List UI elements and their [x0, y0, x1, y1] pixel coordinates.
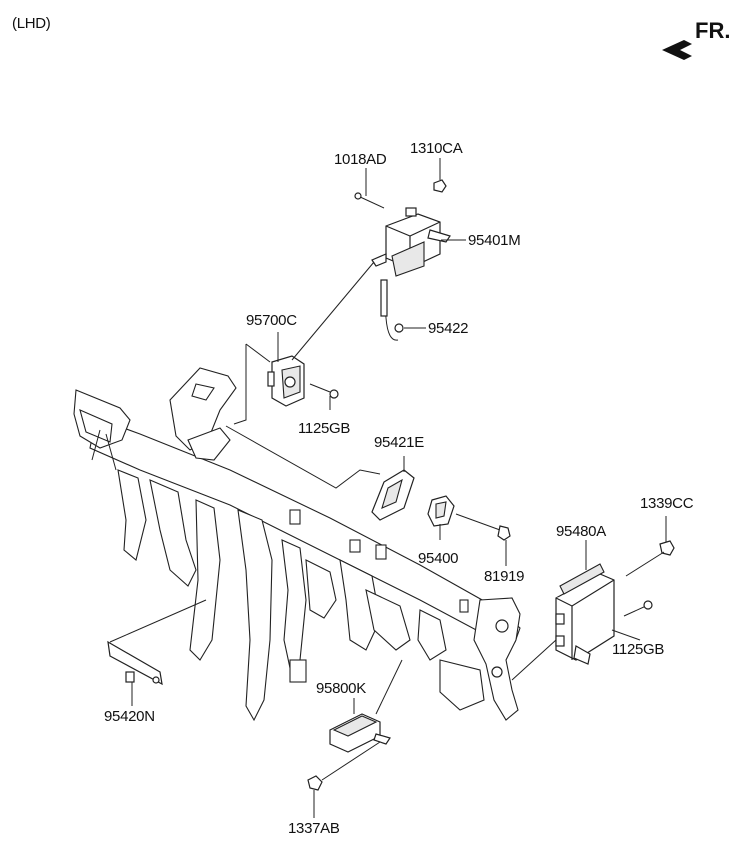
part-label-95700c: 95700C	[246, 312, 297, 329]
part-label-1337ab: 1337AB	[288, 820, 340, 837]
part-95422	[380, 279, 404, 341]
part-label-1339cc: 1339CC	[640, 495, 694, 512]
bolt-1018ad	[354, 192, 385, 209]
bolt-81919	[455, 513, 511, 541]
part-95700c	[267, 355, 305, 407]
nut-1337ab	[307, 775, 323, 791]
direction-label: FR.	[695, 18, 731, 43]
part-label-1310ca: 1310CA	[410, 140, 463, 157]
part-label-95800k: 95800K	[316, 680, 366, 697]
front-arrow-icon	[662, 40, 692, 60]
part-label-95422: 95422	[428, 320, 469, 337]
part-label-1018ad: 1018AD	[334, 151, 387, 168]
nut-1339cc	[659, 540, 675, 556]
part-label-95400: 95400	[418, 550, 459, 567]
part-label-1125gb-top: 1125GB	[298, 420, 351, 437]
part-label-95421e: 95421E	[374, 434, 424, 451]
part-95421e	[371, 469, 415, 521]
part-95420n	[107, 640, 163, 686]
variant-label: (LHD)	[12, 15, 51, 32]
part-label-95480a: 95480A	[556, 523, 606, 540]
leader-lines	[109, 158, 667, 818]
nut-1310ca	[433, 179, 447, 193]
part-label-81919: 81919	[484, 568, 525, 585]
bolt-1125gb-top	[309, 383, 339, 399]
part-95480a	[555, 563, 615, 665]
part-95800k	[329, 713, 391, 753]
bolt-1125gb-right	[623, 600, 653, 617]
part-95401m	[371, 207, 451, 277]
crossbar-frame	[73, 367, 521, 722]
part-label-95401m: 95401M	[468, 232, 521, 249]
part-label-1125gb-right: 1125GB	[612, 641, 665, 658]
part-label-95420n: 95420N	[104, 708, 155, 725]
part-95400	[427, 495, 455, 527]
